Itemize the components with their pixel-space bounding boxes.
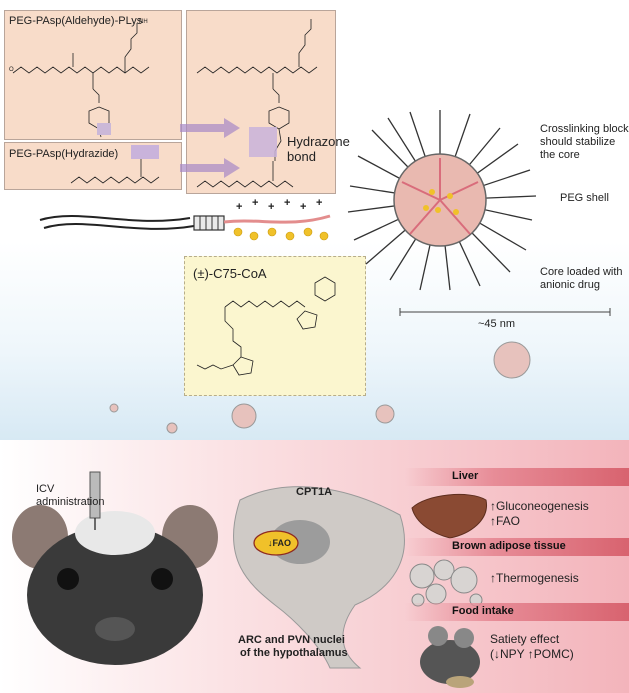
callout-core-line2: anionic drug — [540, 279, 600, 291]
hydrazide-highlight — [131, 145, 159, 159]
reaction-arrows-icon — [180, 118, 240, 178]
hydrazide-polymer-box: PEG-PAsp(Hydrazide) — [4, 142, 182, 190]
scale-label: ~45 nm — [478, 318, 515, 330]
food-title: Food intake — [452, 605, 514, 617]
icv-line2: administration — [36, 496, 105, 508]
micelle-icon — [347, 110, 537, 291]
callout-crosslinking-line2: should stabilize — [540, 136, 616, 148]
hydrazone-highlight — [249, 127, 277, 157]
syringe-icon — [89, 471, 101, 530]
svg-text:+: + — [236, 201, 242, 213]
liver-effect2: ↑FAO — [490, 514, 521, 528]
c75-coa-structure-icon — [196, 276, 336, 376]
product-polymer-box: Hydrazone bond — [186, 10, 350, 194]
hydrazone-label-line2: bond — [287, 149, 316, 164]
food-band — [405, 603, 629, 621]
callout-crosslinking-line1: Crosslinking block — [540, 123, 629, 135]
hypothalamus-line1: ARC and PVN nuclei — [238, 634, 345, 646]
small-micelles-icon — [109, 341, 531, 434]
hydrazide-polymer-label: PEG-PAsp(Hydrazide) — [9, 148, 119, 160]
aldehyde-structure-icon: NH O — [9, 19, 150, 138]
fao-neuron-label: ↓FAO — [268, 538, 292, 548]
callout-peg-shell: PEG shell — [560, 192, 609, 204]
fat-droplets-icon — [409, 559, 483, 607]
liver-effect1: ↑Gluconeogenesis — [490, 499, 589, 513]
bat-effect1: ↑Thermogenesis — [490, 571, 579, 585]
aldehyde-polymer-label: PEG-PAsp(Aldehyde)-PLys — [9, 15, 143, 27]
mouse-eating-icon — [420, 626, 480, 688]
svg-text:+: + — [316, 197, 322, 209]
callout-core-line1: Core loaded with — [540, 266, 623, 278]
hydrazone-structure-icon — [196, 19, 318, 188]
svg-text:NH: NH — [139, 19, 148, 25]
bat-title: Brown adipose tissue — [452, 540, 566, 552]
hydrazone-label-line1: Hydrazone — [287, 134, 350, 149]
svg-text:+: + — [300, 201, 306, 213]
icv-line1: ICV — [36, 483, 55, 495]
liver-icon — [411, 493, 487, 539]
svg-text:O: O — [9, 67, 14, 73]
drug-label: (±)-C75-CoA — [193, 266, 267, 281]
polymer-strand-icon: + + + + + + — [39, 197, 331, 241]
hypothalamus-line2: of the hypothalamus — [240, 647, 348, 659]
liver-title: Liver — [452, 470, 479, 482]
neuron-icon — [233, 486, 405, 669]
drug-structure-box: (±)-C75-CoA — [184, 256, 366, 396]
callout-crosslinking-line3: the core — [540, 149, 580, 161]
aldehyde-highlight — [97, 123, 111, 135]
food-effect2: (↓NPY ↑POMC) — [490, 647, 574, 661]
svg-text:+: + — [284, 197, 290, 209]
svg-text:+: + — [252, 197, 258, 209]
bat-band — [405, 538, 629, 556]
scale-bar-icon — [399, 308, 611, 316]
liver-band — [405, 468, 629, 486]
svg-text:+: + — [268, 201, 274, 213]
aldehyde-polymer-box: PEG-PAsp(Aldehyde)-PLys NH O — [4, 10, 182, 140]
food-effect1: Satiety effect — [490, 632, 560, 646]
cpt1a-label: CPT1A — [296, 486, 333, 498]
